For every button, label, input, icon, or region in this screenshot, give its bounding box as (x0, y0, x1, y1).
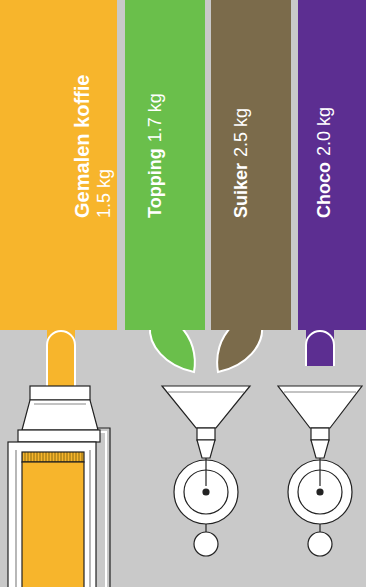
ingredient-band: Choco 2.0 kg (298, 0, 366, 330)
funnel (162, 386, 250, 428)
ingredient-weight: 1.5 kg (94, 169, 115, 218)
ingredient-name: Choco (314, 162, 335, 218)
band-label: Suiker 2.5 kg (211, 0, 291, 330)
ingredient-weight: 1.7 kg (145, 93, 166, 142)
band-label: Choco 2.0 kg (298, 0, 366, 330)
ingredient-band: Suiker 2.5 kg (211, 0, 291, 330)
funnel (278, 386, 362, 428)
ingredient-band: Topping 1.7 kg (125, 0, 205, 330)
ingredient-band: Gemalen koffie1.5 kg (0, 0, 117, 330)
ingredient-name: Topping (145, 148, 166, 218)
ingredient-name: Suiker (231, 163, 252, 218)
band-label: Gemalen koffie1.5 kg (0, 0, 117, 330)
topping-chute (150, 326, 195, 372)
ingredient-weight: 2.5 kg (231, 108, 252, 157)
ingredient-name: Gemalen koffie (71, 75, 94, 218)
coffee-grinder (8, 386, 110, 587)
sugar-chute (217, 326, 262, 372)
mixer-funnel (278, 386, 362, 556)
band-label: Topping 1.7 kg (125, 0, 205, 330)
mixer-funnel (162, 386, 250, 556)
ingredient-weight: 2.0 kg (314, 107, 335, 156)
